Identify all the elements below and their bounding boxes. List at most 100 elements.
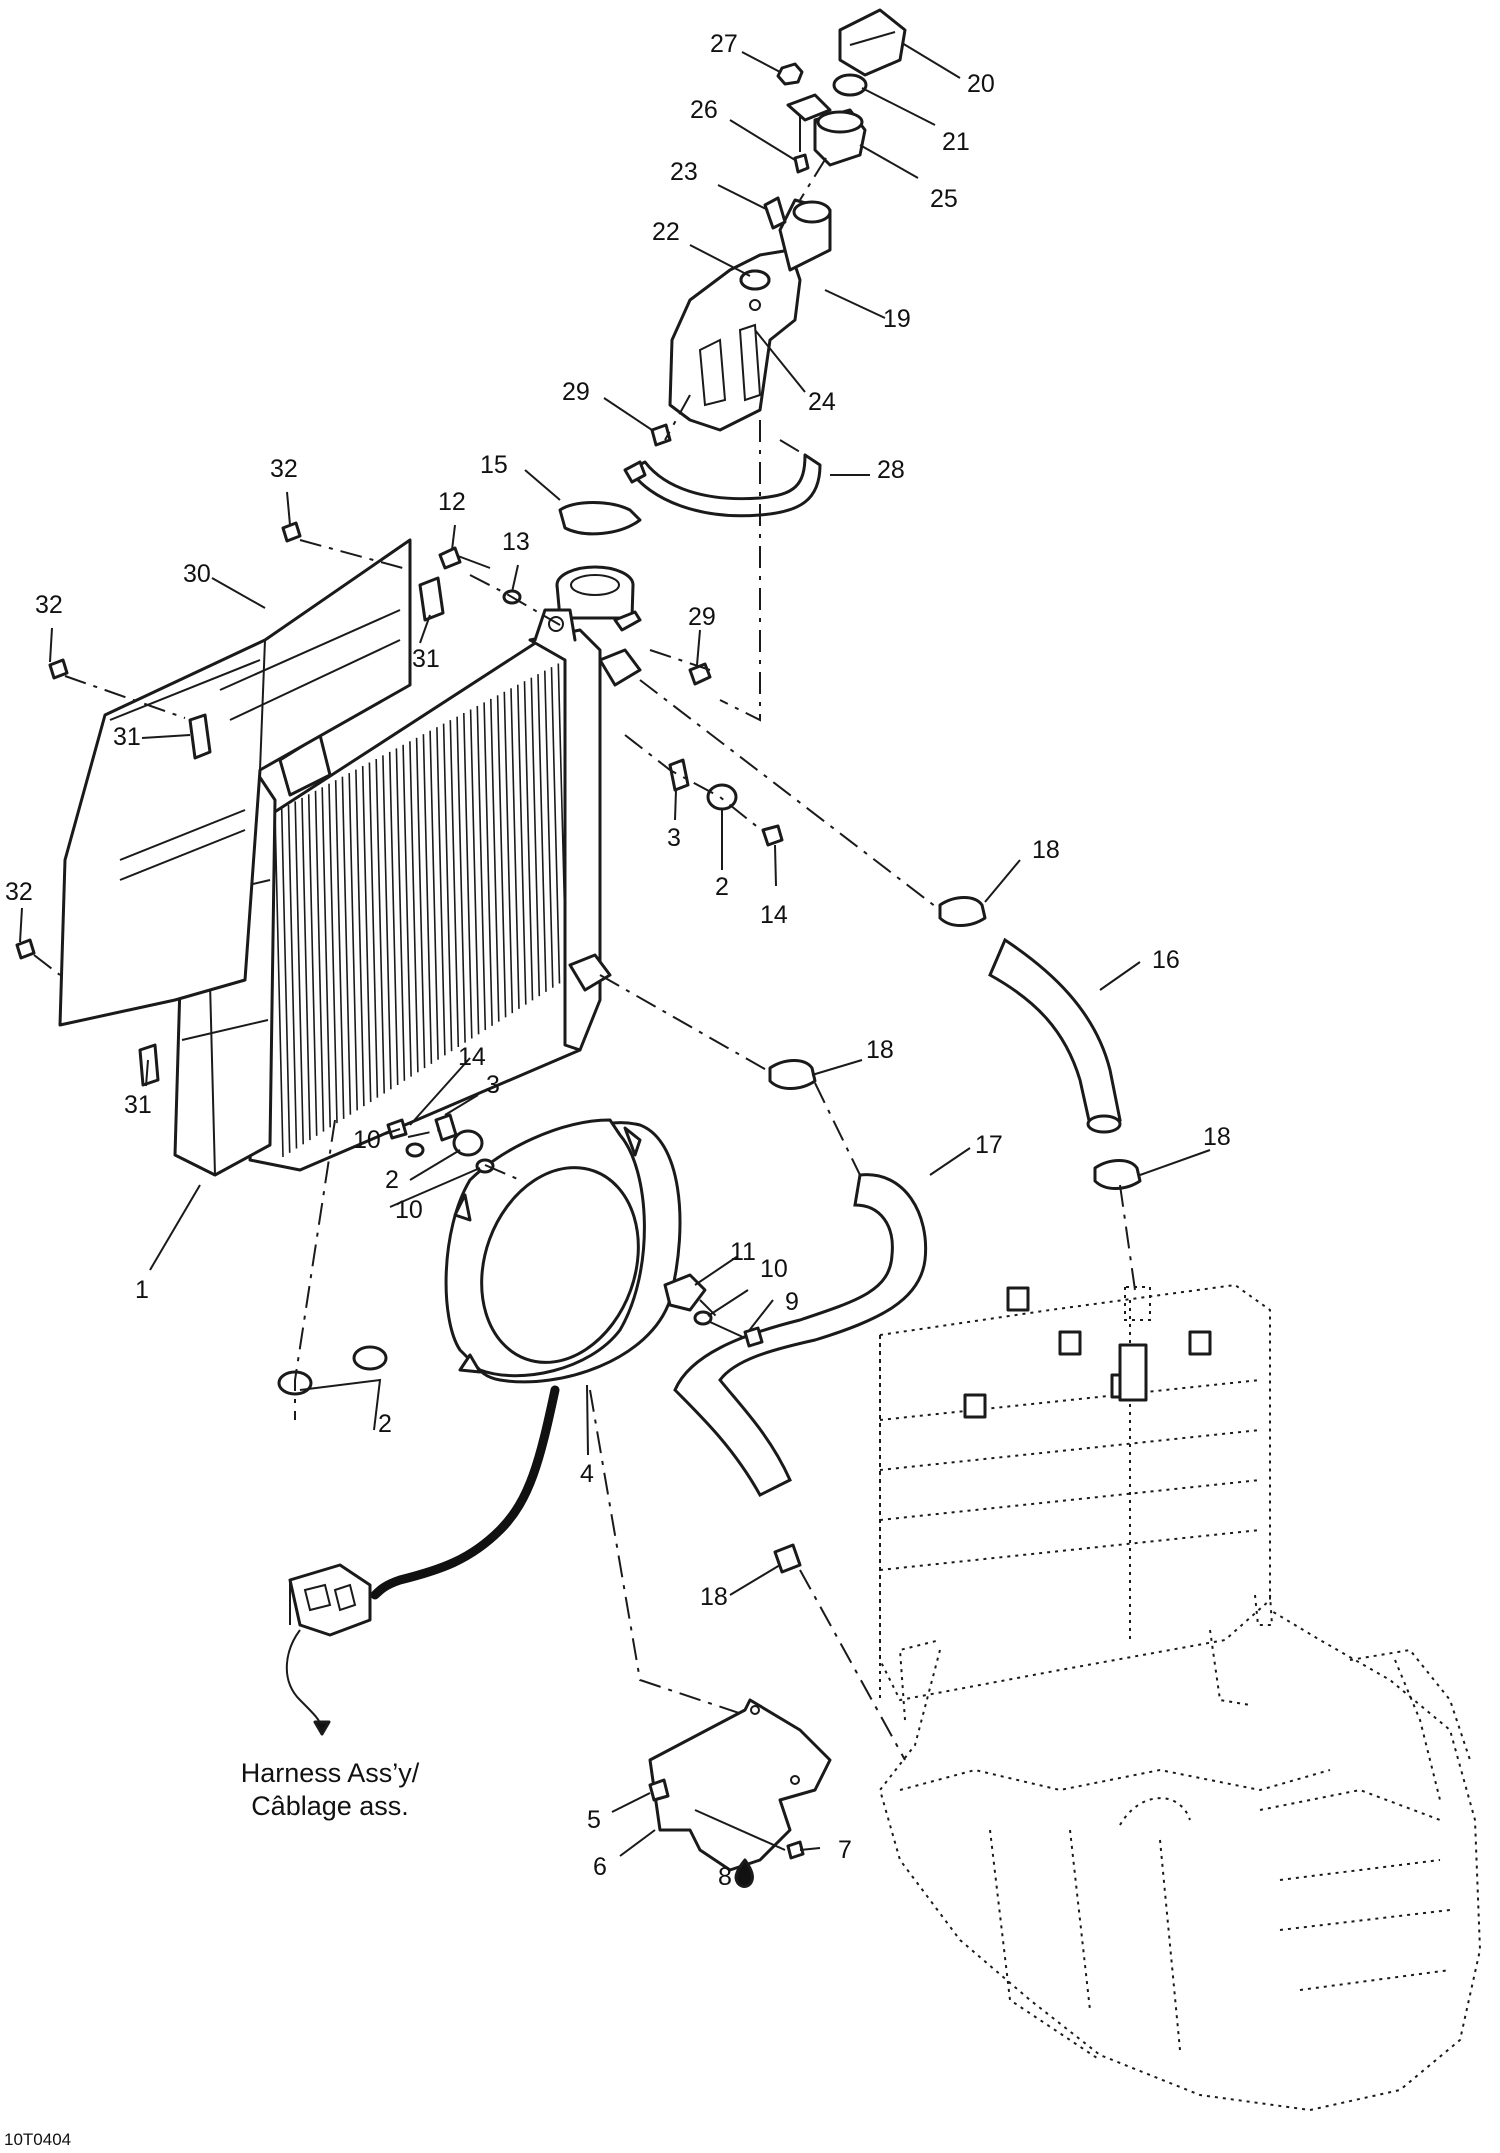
- callout-13: 13: [502, 528, 530, 556]
- callout-31: 31: [124, 1091, 152, 1119]
- radiator-fin: [321, 787, 331, 1128]
- callout-6: 6: [593, 1853, 607, 1881]
- callout-26: 26: [690, 96, 718, 124]
- callout-12: 12: [438, 488, 466, 516]
- radiator-fin: [550, 667, 561, 984]
- callout-32: 32: [270, 455, 298, 483]
- radiator-fin: [395, 748, 406, 1081]
- radiator-fin: [544, 670, 554, 988]
- callout-5: 5: [587, 1806, 601, 1834]
- callout-15: 15: [480, 451, 508, 479]
- fan-guard: [648, 1698, 832, 1872]
- fan-assembly: [444, 1118, 682, 1384]
- radiator-fin: [415, 737, 426, 1069]
- radiator-fin: [307, 794, 318, 1136]
- radiator-fin: [355, 769, 365, 1107]
- callout-31: 31: [412, 645, 440, 673]
- radiator-fin: [402, 744, 412, 1077]
- radiator-fin: [469, 709, 480, 1035]
- radiator-fin: [496, 695, 507, 1018]
- callout-4: 4: [580, 1460, 594, 1488]
- radiator-fin: [436, 727, 446, 1056]
- callout-8: 8: [718, 1863, 732, 1891]
- callout-27: 27: [710, 30, 738, 58]
- radiator-fin: [483, 702, 493, 1026]
- radiator-fin: [429, 730, 439, 1060]
- assembly-centerlines: [33, 157, 1136, 1761]
- radiator-fin: [348, 773, 358, 1111]
- callout-18: 18: [1032, 836, 1060, 864]
- radiator-fin: [375, 758, 385, 1094]
- callout-10: 10: [760, 1255, 788, 1283]
- radiator-fin: [463, 712, 473, 1039]
- radiator-fin: [449, 720, 460, 1048]
- hoses: [623, 453, 1122, 1497]
- leader-lines: [19, 42, 1211, 1857]
- radiator-fin: [341, 776, 352, 1115]
- radiator-fin: [409, 741, 419, 1073]
- callout-19: 19: [883, 305, 911, 333]
- callout-2: 2: [715, 873, 729, 901]
- radiator-fin: [274, 811, 284, 1158]
- callout-10: 10: [353, 1126, 381, 1154]
- radiator-fin: [294, 801, 304, 1145]
- callout-22: 22: [652, 218, 680, 246]
- callout-32: 32: [5, 878, 33, 906]
- callout-17: 17: [975, 1131, 1003, 1159]
- radiator-fin: [328, 783, 338, 1124]
- callout-31: 31: [113, 723, 141, 751]
- radiator-fin: [368, 762, 379, 1098]
- callout-10: 10: [395, 1196, 423, 1224]
- callout-24: 24: [808, 388, 836, 416]
- radiator-fin: [382, 755, 392, 1090]
- harness-note-line2: Câblage ass.: [251, 1791, 409, 1821]
- radiator-fin: [334, 780, 345, 1119]
- callout-28: 28: [877, 456, 905, 484]
- radiator-fin: [523, 681, 534, 1001]
- callout-18: 18: [700, 1583, 728, 1611]
- callout-30: 30: [183, 560, 211, 588]
- radiator-fin: [422, 734, 433, 1064]
- callout-labels: 1 2 2 2 3 3 4 5 6 7 8 9 10 10 10 11 12 1…: [5, 30, 1231, 1891]
- figure-reference-code: 10T0404: [4, 2130, 71, 2149]
- harness-note-line1: Harness Ass’y/: [241, 1758, 420, 1788]
- radiator-fin: [314, 790, 325, 1132]
- radiator-fin: [301, 797, 311, 1141]
- deflector-panel: [58, 538, 445, 1087]
- radiator-fin: [503, 691, 514, 1014]
- callout-3: 3: [486, 1071, 500, 1099]
- callout-29: 29: [688, 603, 716, 631]
- radiator-fin: [388, 751, 399, 1086]
- callout-7: 7: [838, 1836, 852, 1864]
- callout-3: 3: [667, 824, 681, 852]
- radiator-fin: [476, 705, 487, 1031]
- radiator-fin: [280, 808, 291, 1153]
- radiator-fin: [537, 674, 547, 992]
- callout-32: 32: [35, 591, 63, 619]
- callout-18: 18: [866, 1036, 894, 1064]
- radiator-fin: [287, 804, 298, 1149]
- radiator-fin: [361, 765, 372, 1103]
- radiator-fin: [442, 723, 453, 1052]
- callout-16: 16: [1152, 946, 1180, 974]
- radiator-fin: [517, 684, 527, 1005]
- fan-wire-harness: [285, 1385, 560, 1736]
- callout-14: 14: [458, 1043, 486, 1071]
- radiator-fins: [274, 659, 574, 1158]
- callout-18: 18: [1203, 1123, 1231, 1151]
- radiator-fin: [530, 677, 541, 997]
- callout-14: 14: [760, 901, 788, 929]
- callout-23: 23: [670, 158, 698, 186]
- radiator-fin: [456, 716, 466, 1043]
- callout-2: 2: [378, 1410, 392, 1438]
- callout-9: 9: [785, 1288, 799, 1316]
- callout-25: 25: [930, 185, 958, 213]
- callout-1: 1: [135, 1276, 149, 1304]
- callout-20: 20: [967, 70, 995, 98]
- radiator-fin: [490, 698, 500, 1022]
- expansion-tank: [668, 198, 832, 432]
- callout-29: 29: [562, 378, 590, 406]
- callout-21: 21: [942, 128, 970, 156]
- callout-11: 11: [730, 1238, 756, 1266]
